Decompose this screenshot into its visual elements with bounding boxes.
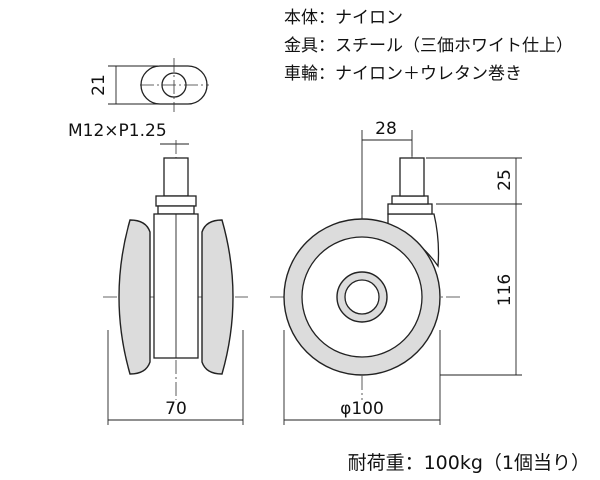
side-collar-upper	[391, 195, 429, 205]
load-capacity: 耐荷重：100kg（1個当り）	[348, 452, 590, 474]
dim-diameter: φ100	[340, 399, 384, 419]
front-collar	[155, 195, 197, 207]
side-collar	[387, 203, 433, 215]
front-collar-lower	[157, 205, 195, 215]
dim-nut-height: 21	[89, 74, 109, 96]
dim-stem-length: 25	[495, 169, 515, 191]
spec-wheel: 車輪：ナイロン＋ウレタン巻き	[284, 64, 522, 84]
side-axle-hole	[344, 279, 380, 315]
front-stem	[163, 157, 189, 197]
caster-front-view	[103, 140, 248, 425]
front-wheel-left	[118, 219, 151, 375]
front-wheel-right	[201, 219, 234, 375]
dim-wheel-width: 70	[165, 399, 187, 419]
nut-outline	[140, 65, 208, 105]
caster-side-view	[270, 130, 522, 425]
side-stem	[399, 157, 425, 197]
dim-offset: 28	[375, 119, 397, 139]
spec-body: 本体：ナイロン	[284, 8, 403, 28]
spec-fitting: 金具：スチール（三価ホワイト仕上）	[284, 36, 573, 56]
dim-thread: M12×P1.25	[68, 121, 167, 141]
nut-top-view	[108, 58, 209, 112]
dim-total-height: 116	[495, 274, 515, 306]
